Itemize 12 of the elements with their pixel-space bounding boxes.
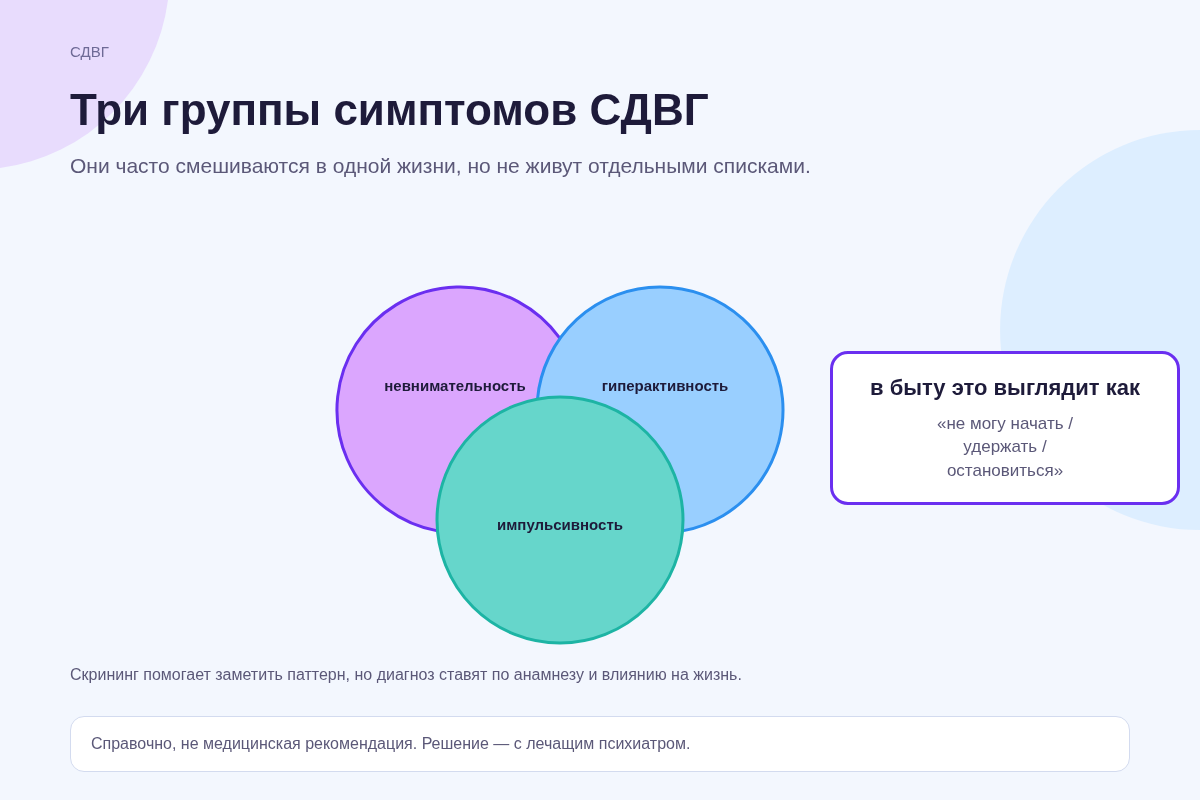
card-text: «не могу начать / удержать / остановиться» [935,412,1075,483]
circle-label: импульсивность [497,515,623,533]
card-heading: в быту это выглядит как [870,374,1140,402]
disclaimer-text: Справочно, не медицинская рекомендация. Решение — с лечащим психиатром. [91,735,691,753]
circle-label: невнимательность [384,376,526,394]
footnote: Скрининг помогает заметить паттерн, но диагноз ставят по анамнезу и влиянию на жизнь. [70,666,742,684]
circle-label: гиперактивность [601,376,729,394]
footer-card [70,716,1130,772]
subtitle: Они часто смешиваются в одной жизни, но не живут отдельными списками. [70,154,811,178]
callout-card [830,351,1180,505]
title: Три группы симптомов СДВГ [70,86,709,135]
kicker-text: СДВГ [70,43,109,60]
